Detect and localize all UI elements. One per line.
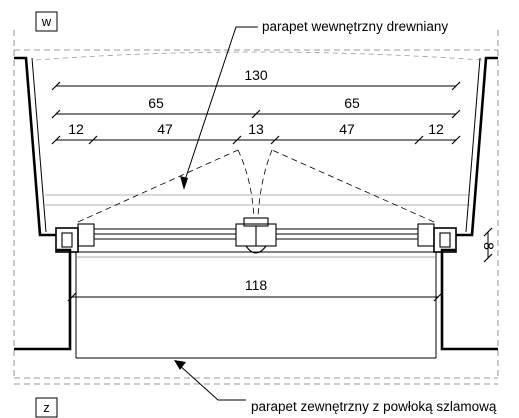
sash-swing-lines <box>77 149 435 223</box>
leader-lines <box>177 26 258 401</box>
dim-segment-1: 12 <box>68 121 84 137</box>
dim-segment-2: 47 <box>157 121 173 137</box>
dim-overall: 130 <box>244 67 268 83</box>
dim-half-right: 65 <box>344 95 360 111</box>
outer-sill <box>76 251 436 359</box>
inside-label-box: w <box>35 11 58 32</box>
window-frame <box>55 217 457 254</box>
wall-reveal-left <box>14 56 72 351</box>
outer-sill-label: parapet zewnętrzny z powłoką szlamową <box>251 399 497 414</box>
wall-reveal-right <box>440 56 498 351</box>
dim-sill-gap: 8 <box>481 242 497 250</box>
dim-opening: 118 <box>245 277 268 293</box>
dimension-ticks <box>51 81 493 302</box>
reveal-inner-lines <box>31 57 481 358</box>
dim-segment-4: 47 <box>339 121 355 137</box>
outside-label: z <box>43 400 50 415</box>
window-glazing <box>94 228 418 240</box>
dim-segment-3: 13 <box>248 121 264 137</box>
inner-sill-label: parapet wewnętrzny drewniany <box>262 19 448 34</box>
dim-half-left: 65 <box>148 95 164 111</box>
dim-segment-5: 12 <box>428 121 444 137</box>
dimension-lines <box>56 85 489 298</box>
outside-label-box: z <box>35 397 58 418</box>
leader-arrows <box>174 176 188 370</box>
reference-lines <box>13 30 499 385</box>
inside-label: w <box>41 14 52 29</box>
